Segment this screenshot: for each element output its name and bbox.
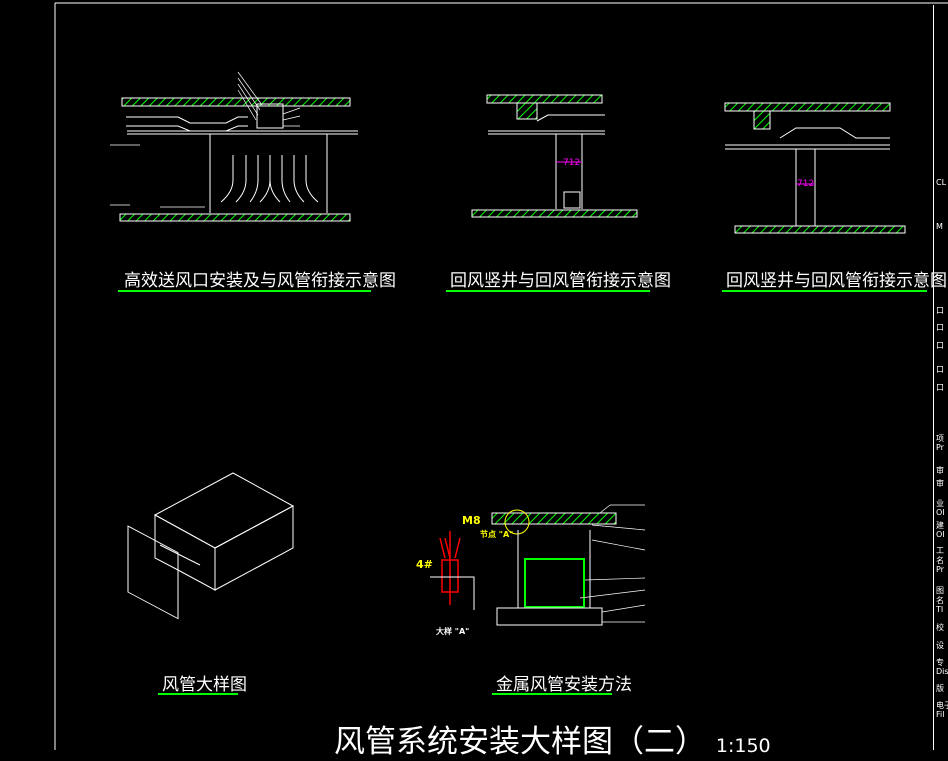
title-block-cell: 图	[936, 586, 944, 595]
title-block-cell: M	[936, 222, 943, 231]
title-block-cell: 工	[936, 546, 944, 555]
title-block	[933, 5, 948, 750]
caption-supply-diffuser: 高效送风口安装及与风管衔接示意图	[124, 271, 396, 291]
caption-underline	[118, 290, 371, 292]
caption-underline	[158, 693, 238, 695]
checkbox[interactable]: 口	[936, 383, 944, 392]
title-block-cell: 名	[936, 596, 944, 605]
detail-return-shaft-2: 712	[724, 102, 906, 234]
title-block-cell: Pr	[936, 565, 944, 574]
title-block-cell: 电子	[936, 701, 948, 710]
title-block-cell: Dis	[936, 667, 948, 676]
detail-return-shaft-1: 712	[471, 94, 638, 218]
drawing-scale: 1:150	[715, 735, 771, 757]
title-block-cell: 审	[936, 479, 944, 488]
title-block-cell: 设	[936, 641, 944, 650]
detail-metal-duct-install	[430, 504, 646, 626]
title-block-cell: 名	[936, 556, 944, 565]
title-block-cell: 审	[936, 466, 944, 475]
caption-return-shaft-2: 回风竖井与回风管衔接示意图	[726, 271, 947, 291]
checkbox[interactable]: 口	[936, 365, 944, 374]
title-block-cell: CL	[936, 178, 947, 187]
title-block-cell: 专	[936, 658, 944, 667]
label-angle-4: 4#	[416, 558, 433, 571]
caption-underline	[492, 693, 612, 695]
title-block-cell: Fil	[936, 710, 945, 719]
detail-supply-diffuser	[110, 71, 358, 222]
caption-return-shaft-1: 回风竖井与回风管衔接示意图	[450, 271, 671, 291]
drawing-border	[54, 2, 948, 750]
title-block-cell: 建	[936, 521, 944, 530]
svg-text:712: 712	[563, 158, 580, 168]
caption-metal-duct: 金属风管安装方法	[496, 675, 632, 695]
title-block-cell: Pr	[936, 443, 944, 452]
caption-duct-detail: 风管大样图	[162, 675, 247, 695]
label-node-a: 节点 "A"	[480, 530, 514, 539]
title-block-cell: 项	[936, 434, 944, 443]
title-block-cell: 校	[936, 623, 944, 632]
checkbox[interactable]: 口	[936, 323, 944, 332]
title-block-cell: OI	[936, 530, 945, 539]
title-block-cell: 业	[936, 499, 944, 508]
svg-text:712: 712	[797, 179, 814, 189]
checkbox[interactable]: 口	[936, 306, 944, 315]
caption-underline	[446, 290, 650, 292]
title-block-cell: OI	[936, 508, 945, 517]
caption-underline	[722, 290, 927, 292]
label-m8-bolt: M8	[462, 514, 481, 527]
drawing-title: 风管系统安装大样图（二） 1:150	[334, 724, 771, 760]
checkbox[interactable]: 口	[936, 341, 944, 350]
title-block-cell: 版	[936, 684, 944, 693]
detail-duct-isometric	[127, 472, 295, 620]
label-detail-a: 大样 "A"	[436, 627, 470, 636]
title-block-cell: TI	[936, 605, 944, 614]
